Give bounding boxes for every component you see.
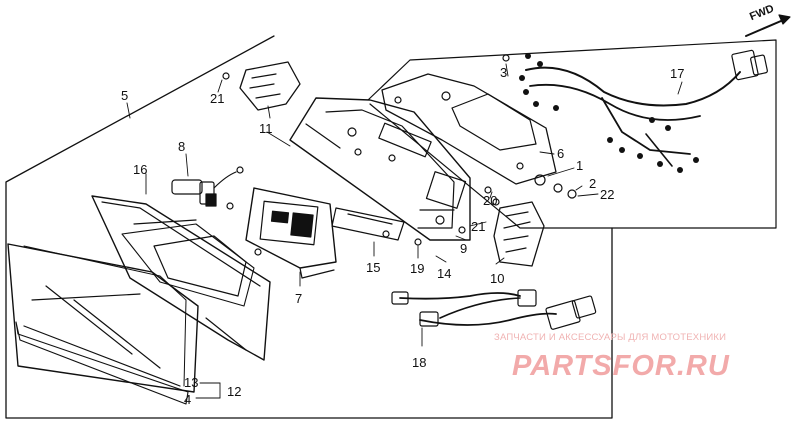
wire-harness-frame — [367, 39, 777, 229]
leader-lines — [126, 63, 683, 399]
callout-10: 10 — [490, 271, 505, 286]
callout-16: 16 — [133, 162, 148, 177]
side-indicator-lens — [493, 201, 545, 267]
meter-case-housing — [91, 195, 271, 361]
callout-9: 9 — [460, 241, 468, 256]
callout-5: 5 — [121, 88, 129, 103]
meter-lens-seal-strip — [15, 321, 189, 405]
callout-8: 8 — [178, 139, 186, 154]
sub-harness-socket — [171, 166, 244, 207]
callout-7: 7 — [295, 291, 303, 306]
sub-wire-harness — [391, 289, 597, 330]
callout-2: 2 — [589, 176, 597, 191]
callout-13: 13 — [184, 375, 199, 390]
watermark-brand: PARTSFOR.RU — [512, 350, 730, 382]
callout-1: 1 — [576, 158, 584, 173]
callout-18: 18 — [412, 355, 427, 370]
fastener-screws — [222, 54, 577, 256]
forward-arrow-icon — [745, 14, 791, 37]
callout-15: 15 — [366, 260, 381, 275]
callout-21-left: 21 — [210, 91, 225, 106]
callout-17: 17 — [670, 66, 685, 81]
callout-3: 3 — [500, 65, 508, 80]
indicator-switch-panel — [239, 61, 301, 111]
main-wire-harness — [519, 49, 768, 173]
lcd-bracket — [331, 207, 405, 241]
callout-14: 14 — [437, 266, 452, 281]
callout-21-right: 21 — [471, 219, 486, 234]
callout-20: 20 — [483, 193, 498, 208]
lcd-display-unit — [245, 187, 337, 279]
watermark-caption: ЗАПЧАСТИ И АКСЕССУАРЫ ДЛЯ МОТОТЕХНИКИ — [494, 332, 727, 343]
instrument-panel-body — [289, 97, 471, 241]
callout-19: 19 — [410, 261, 425, 276]
callout-22: 22 — [600, 187, 615, 202]
callout-12: 12 — [227, 384, 242, 399]
callout-6: 6 — [557, 146, 565, 161]
callout-11: 11 — [259, 121, 273, 136]
assembly-outline-frame — [5, 35, 613, 419]
callout-4: 4 — [184, 392, 192, 407]
meter-visor-lens — [7, 243, 199, 393]
meter-rear-cover — [381, 73, 557, 185]
